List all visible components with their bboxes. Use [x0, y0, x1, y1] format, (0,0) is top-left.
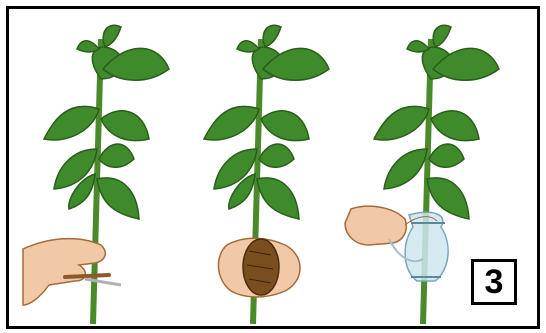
hand-with-knife [23, 239, 121, 305]
hand-with-moss [218, 238, 300, 297]
illustration-frame: 3 [6, 6, 540, 329]
plant-left [23, 25, 169, 324]
step-number-badge: 3 [471, 259, 517, 305]
plastic-wrap [405, 212, 448, 281]
plant-middle [204, 25, 329, 324]
